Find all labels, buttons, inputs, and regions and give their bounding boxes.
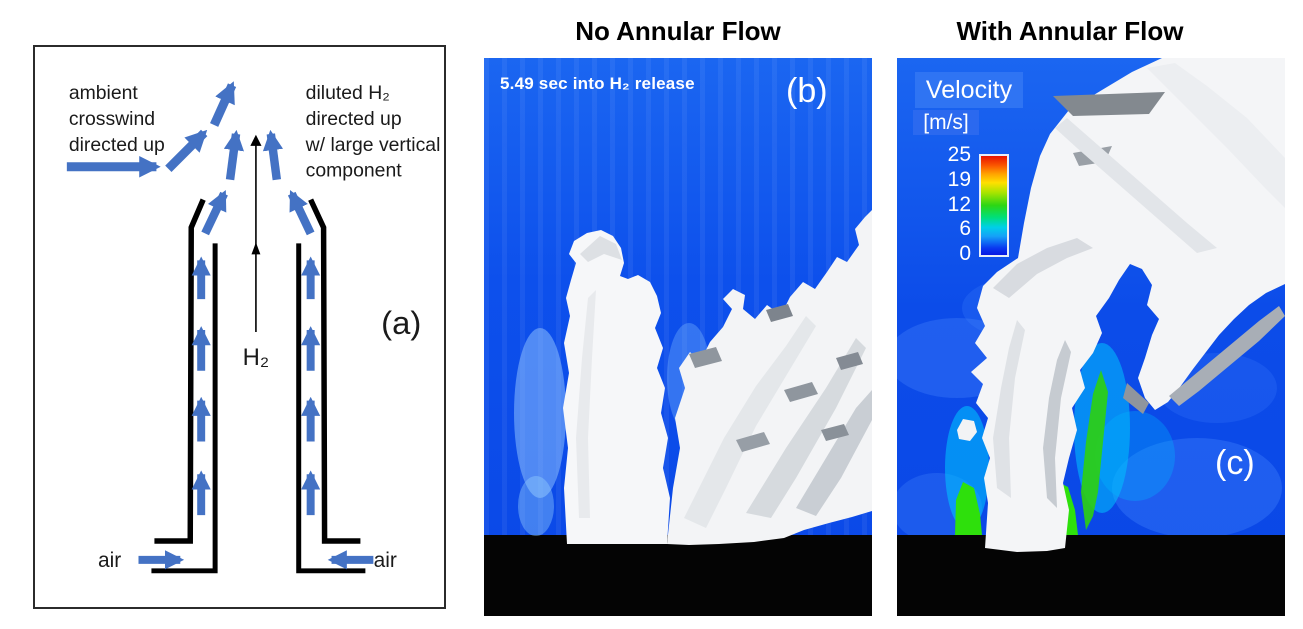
mouth-arrow-left — [201, 189, 228, 236]
legend-units: [m/s] — [913, 110, 979, 135]
air-label-left: air — [98, 549, 121, 572]
ground-c — [897, 535, 1285, 616]
jet-green-left — [955, 482, 982, 535]
panel-c-label: (c) — [1215, 444, 1255, 482]
panel-b-title: No Annular Flow — [575, 16, 781, 46]
panel-a-label: (a) — [381, 304, 421, 341]
velocity-glow-b-2 — [518, 476, 554, 536]
diluted-arrow-right — [262, 129, 284, 181]
chimney-walls — [151, 198, 366, 574]
crosswind-note-line1: ambient — [69, 82, 139, 104]
facet-fragments-b — [689, 304, 863, 452]
velocity-colorbar — [979, 154, 1009, 257]
panel-c-simulation: Velocity [m/s] 25 19 12 6 0 (c) — [897, 58, 1285, 616]
diluted-arrow-left — [223, 129, 244, 181]
legend-tick-25: 25 — [947, 143, 971, 166]
outer-wall-left — [154, 198, 206, 544]
velocity-glow-b-1 — [514, 328, 566, 498]
legend-tick-0: 0 — [959, 242, 971, 265]
inner-wall-left — [151, 243, 218, 574]
outer-wall-right — [308, 198, 361, 544]
crosswind-note-line3: directed up — [69, 134, 165, 156]
facet-shade-b-1 — [684, 316, 816, 528]
h2-flow-mid-arrowhead — [251, 242, 261, 255]
facet-shade-c-4 — [993, 320, 1025, 498]
cyan-fringe-under — [1095, 411, 1175, 501]
chimney-diagram: ambient crosswind directed up diluted H₂… — [66, 81, 441, 574]
plume-render-b — [484, 210, 872, 616]
facet-shade-c-2 — [1147, 63, 1285, 208]
facet-shade-c-3 — [1169, 306, 1285, 406]
plume-render-c — [897, 58, 1285, 616]
flow-arrows — [66, 81, 374, 570]
cyan-fringe-left — [945, 406, 989, 530]
facet-shade-c-5 — [1043, 340, 1071, 508]
crosswind-note-line2: crosswind — [69, 108, 155, 130]
facet-shade-c-6 — [993, 238, 1093, 298]
ground-b — [484, 535, 872, 616]
legend-ticks: 25 19 12 6 0 — [923, 144, 971, 264]
crosswind-arrow-up — [210, 81, 237, 127]
facet-shade-b-4 — [576, 290, 596, 518]
facet-shade-b-3 — [796, 390, 872, 516]
legend-tick-19: 19 — [947, 167, 971, 191]
diluted-note-line1: diluted H₂ — [306, 82, 390, 104]
legend-tick-12: 12 — [947, 192, 971, 216]
diluted-note-line3: w/ large vertical — [305, 134, 441, 156]
panel-a-texts: ambient crosswind directed up diluted H₂… — [69, 82, 441, 572]
diluted-note-line2: directed up — [306, 108, 402, 130]
jet-green-fringe — [1081, 370, 1108, 530]
facet-shade-c-1 — [1055, 118, 1217, 253]
inner-wall-right — [296, 243, 366, 574]
dark-shelf-c — [1053, 92, 1165, 116]
air-label-right: air — [374, 549, 397, 572]
diluted-note-line4: component — [306, 160, 403, 182]
facet-shade-c-7 — [1123, 383, 1149, 414]
panel-c-title: With Annular Flow — [956, 16, 1184, 46]
timestamp-label: 5.49 sec into H₂ release — [500, 74, 695, 93]
plume-blob-c — [957, 419, 977, 441]
h2-label: H₂ — [243, 344, 270, 371]
facet-shade-b-5 — [580, 236, 622, 262]
facet-shade-b-2 — [746, 338, 866, 518]
panel-b-label: (b) — [786, 72, 828, 110]
panel-b-simulation: 5.49 sec into H₂ release (b) — [484, 58, 872, 616]
mouth-arrow-right — [287, 189, 315, 236]
crosswind-arrow-bend — [165, 129, 208, 172]
legend-title: Velocity — [915, 72, 1023, 108]
panel-a-schematic: ambient crosswind directed up diluted H₂… — [33, 45, 446, 609]
legend-tick-6: 6 — [959, 217, 971, 241]
